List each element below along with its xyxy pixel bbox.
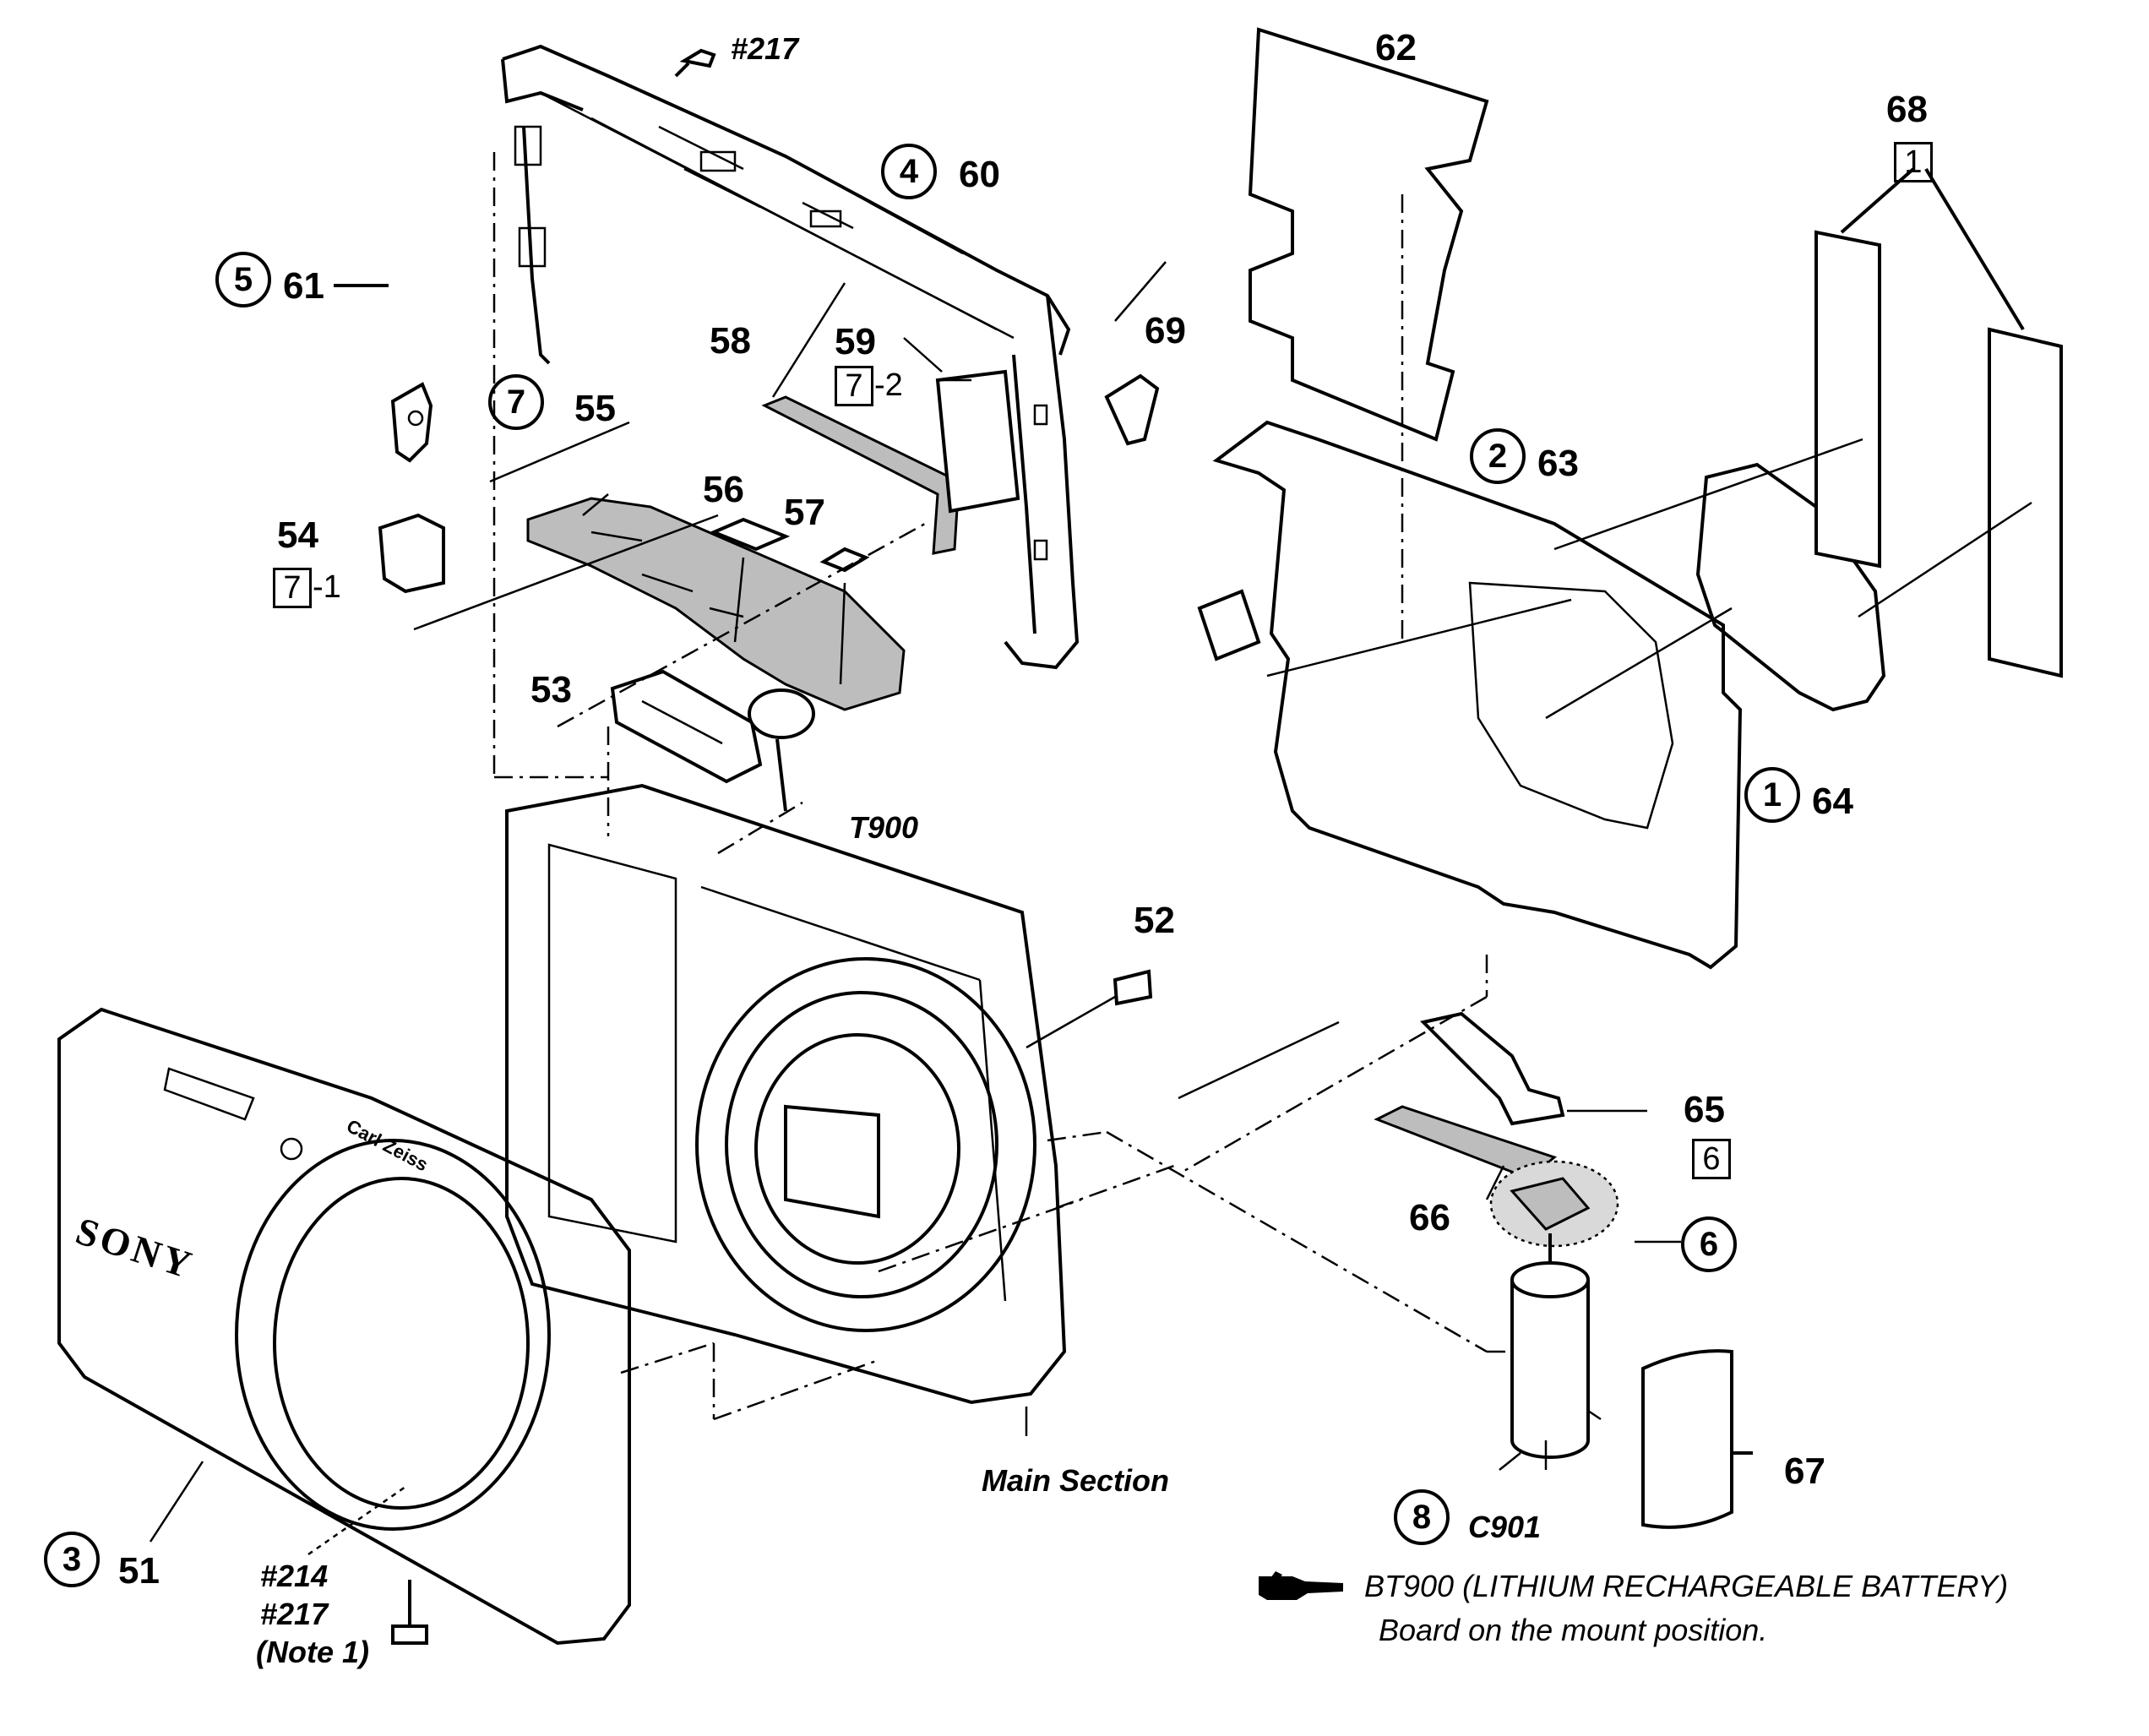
- circled-ref-1: 1: [1744, 767, 1800, 823]
- label-screw-217-bottom: #217: [260, 1597, 329, 1631]
- label-part-51: 51: [118, 1550, 160, 1592]
- main-section-body: [505, 783, 1067, 1405]
- label-part-53: 53: [530, 669, 572, 710]
- part-c901-capacitor: [1510, 1233, 1590, 1459]
- legend-line-1: BT900 (LITHIUM RECHARGEABLE BATTERY): [1364, 1569, 2009, 1603]
- circled-ref-6: 6: [1681, 1216, 1737, 1272]
- label-screw-217-top: #217: [731, 31, 799, 66]
- part-68-labels: [1814, 167, 2063, 678]
- label-part-57: 57: [784, 492, 825, 533]
- part-63-bracket: [1197, 420, 1743, 970]
- pointing-hand-icon: [1259, 1571, 1343, 1600]
- part-55-board: [526, 493, 906, 711]
- label-part-64: 64: [1812, 781, 1853, 822]
- label-part-69: 69: [1145, 310, 1186, 351]
- part-67-sleeve: [1641, 1349, 1753, 1529]
- boxed-ref-68: 1: [1894, 142, 1933, 182]
- part-53-icon: [610, 669, 763, 784]
- circled-ref-5: 5: [215, 252, 271, 307]
- screw-214-217-bottom-icon: [391, 1580, 428, 1645]
- label-part-59: 59: [835, 321, 876, 362]
- part-61-icon: [342, 284, 433, 463]
- label-part-68: 68: [1886, 89, 1928, 130]
- label-part-61: 61: [283, 265, 324, 307]
- leader-lines: [149, 152, 2032, 1556]
- label-main-section: Main Section: [982, 1463, 1170, 1498]
- label-part-65: 65: [1684, 1089, 1725, 1130]
- label-part-67: 67: [1784, 1450, 1825, 1492]
- part-64-gasket: [1695, 462, 1886, 712]
- circled-ref-2: 2: [1470, 428, 1526, 484]
- label-part-58: 58: [710, 320, 751, 362]
- part-62-sheet: [1248, 27, 1489, 442]
- boxed-ref-54-suffix: -1: [313, 569, 341, 605]
- label-part-54: 54: [277, 514, 318, 556]
- part-57-icon: [819, 547, 870, 573]
- legend-line-2: Board on the mount position.: [1379, 1613, 1768, 1647]
- label-screw-214: #214: [260, 1559, 329, 1593]
- part-66-flex: [1374, 1105, 1619, 1248]
- label-part-56: 56: [703, 469, 744, 510]
- label-part-52: 52: [1134, 900, 1175, 941]
- label-part-66: 66: [1409, 1197, 1450, 1238]
- boxed-ref-59: 7: [835, 366, 873, 406]
- label-part-63: 63: [1537, 443, 1579, 484]
- screw-217-top-icon: [674, 48, 716, 78]
- part-52-icon: [1026, 969, 1153, 1049]
- part-56-icon: [709, 517, 791, 552]
- label-part-62: 62: [1375, 27, 1417, 68]
- label-part-60: 60: [959, 154, 1000, 195]
- boxed-ref-54: 7: [273, 568, 312, 608]
- circled-ref-4: 4: [881, 144, 937, 199]
- circled-ref-3: 3: [44, 1532, 100, 1587]
- part-54-icon: [378, 513, 445, 594]
- part-65-flex: [1420, 1011, 1647, 1126]
- boxed-ref-59-suffix: -2: [874, 367, 903, 403]
- boxed-ref-65: 6: [1692, 1139, 1731, 1179]
- part-51-front-cover: [57, 1007, 631, 1646]
- circled-ref-7: 7: [488, 374, 544, 430]
- part-58-flex: [761, 282, 960, 555]
- label-c901: C901: [1468, 1510, 1542, 1544]
- circled-ref-8: 8: [1394, 1489, 1450, 1545]
- label-part-55: 55: [574, 388, 616, 429]
- part-t900-battery-icon: [748, 688, 815, 812]
- label-note-1: (Note 1): [256, 1635, 369, 1669]
- part-69-icon: [1104, 373, 1160, 446]
- label-t900: T900: [849, 810, 919, 845]
- part-59-sheet: [935, 369, 1020, 514]
